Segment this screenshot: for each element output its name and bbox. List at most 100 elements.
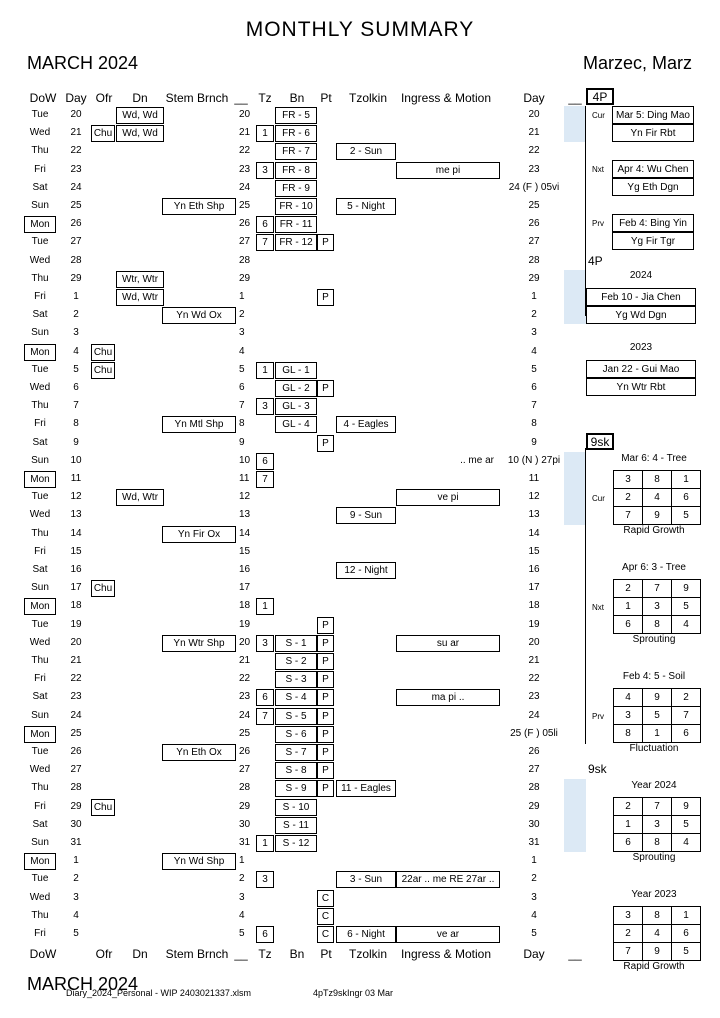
day-number-cell: 8	[239, 418, 245, 430]
column-header: Stem Brnch	[165, 947, 229, 961]
day-number-cell: 23	[239, 691, 251, 703]
grid-cell: 5	[671, 597, 701, 616]
stem-branch-cell: Yn Wd Ox	[162, 307, 236, 325]
day-cell: 28	[70, 782, 82, 794]
grid-cell: 7	[642, 797, 672, 816]
day-right-cell: 29	[528, 272, 540, 284]
day-cell: 14	[70, 527, 82, 539]
bn-cell: GL - 4	[275, 416, 317, 434]
pillar-tag: Nxt	[592, 165, 604, 174]
dow-cell: Tue	[31, 109, 49, 120]
day-number-cell: 31	[239, 837, 251, 848]
day-right-cell: 28	[528, 254, 540, 266]
day-cell: 23	[70, 691, 82, 703]
tz-cell: 3	[256, 398, 274, 416]
tz-cell: 7	[256, 471, 274, 488]
bn-cell: FR - 7	[275, 143, 317, 161]
day-cell: 17	[70, 582, 82, 594]
dow-cell: Fri	[34, 545, 46, 557]
dow-cell: Mon	[24, 725, 56, 743]
dow-cell: Sat	[32, 436, 48, 448]
grid-cell: 1	[613, 815, 643, 834]
dow-cell: Mon	[24, 598, 56, 616]
day-cell: 15	[70, 545, 82, 557]
column-header: __	[568, 91, 582, 105]
grid-cell: 3	[642, 597, 672, 616]
dow-cell: Fri	[34, 800, 46, 812]
day-number-cell: 30	[239, 818, 251, 830]
day-right-cell: 8	[531, 418, 537, 430]
grid-cell: 3	[613, 906, 643, 925]
day-cell: 10	[70, 454, 82, 466]
dow-cell: Thu	[31, 909, 49, 921]
pillar-line1: Feb 4: Bing Yin	[612, 214, 694, 232]
day-number-cell: 5	[239, 928, 245, 939]
dow-cell: Mon	[24, 853, 56, 871]
tz-cell: 3	[256, 634, 274, 652]
day-right-cell: 27	[528, 764, 540, 776]
day-right-cell: 2	[531, 309, 537, 321]
day-number-cell: 29	[239, 272, 251, 284]
pt-cell: P	[317, 653, 334, 670]
day-number-cell: 24	[239, 709, 251, 721]
grid-tag: Prv	[592, 712, 604, 721]
day-number-cell: 11	[239, 473, 250, 484]
column-header: Pt	[320, 91, 332, 105]
day-right-cell: 22	[528, 145, 540, 157]
highlight-strip	[564, 451, 586, 525]
column-header: Day	[523, 91, 545, 105]
dow-cell: Mon	[24, 216, 56, 234]
day-cell: 13	[70, 509, 82, 521]
grid-title: Mar 6: 4 - Tree	[621, 453, 687, 464]
stem-branch-cell: Yn Wd Shp	[162, 853, 236, 871]
day-right-cell: 20	[528, 636, 540, 648]
day-cell: 1	[73, 291, 79, 302]
day-number-cell: 19	[239, 618, 251, 630]
day-right-cell: 16	[528, 564, 540, 575]
day-right-cell: 30	[528, 818, 540, 830]
bn-cell: S - 3	[275, 671, 317, 689]
ingress-cell: ve pi	[396, 489, 500, 507]
grid-cell: 9	[642, 506, 672, 525]
dow-cell: Tue	[31, 618, 49, 630]
day-number-cell: 2	[239, 873, 245, 885]
ingress-cell: su ar	[396, 634, 500, 652]
day-number-cell: 28	[239, 782, 251, 794]
day-cell: 26	[70, 746, 82, 757]
day-number-cell: 12	[239, 491, 251, 503]
year-line1: Feb 10 - Jia Chen	[586, 288, 696, 306]
grid-cell: 6	[613, 833, 643, 852]
day-right-cell: 2	[531, 873, 537, 885]
day-number-cell: 17	[239, 582, 251, 594]
column-header: Bn	[289, 947, 305, 961]
dn-cell: Wd, Wd	[116, 125, 164, 143]
tz-cell: 3	[256, 871, 274, 889]
dow-cell: Fri	[34, 673, 46, 685]
day-number-cell: 23	[239, 163, 251, 175]
day-number-cell: 21	[239, 127, 251, 139]
pt-cell: P	[317, 744, 334, 761]
bn-cell: S - 2	[275, 653, 317, 670]
dow-cell: Thu	[31, 400, 49, 412]
grid-cell: 9	[671, 797, 701, 816]
bn-cell: GL - 2	[275, 380, 317, 397]
grid-cell: 8	[642, 833, 672, 852]
grid-cell: 4	[642, 488, 672, 507]
bn-cell: S - 1	[275, 634, 317, 652]
month-label: MARCH 2024	[27, 53, 139, 73]
column-header: Day	[65, 91, 87, 105]
day-right-cell: 25	[528, 200, 540, 211]
pt-cell: P	[317, 780, 334, 798]
pillar-line2: Yg Eth Dgn	[612, 178, 694, 196]
grid-cell: 7	[671, 706, 701, 725]
dow-cell: Fri	[34, 291, 46, 302]
pt-cell: P	[317, 616, 334, 634]
day-right-cell: 31	[528, 837, 540, 848]
column-header: Ofr	[95, 947, 113, 961]
day-number-cell: 14	[239, 527, 251, 539]
day-number-cell: 9	[239, 436, 245, 448]
grid-cell: 5	[642, 706, 672, 725]
grid-cell: 6	[671, 924, 701, 943]
tz-cell: 1	[256, 835, 274, 852]
column-header: DoW	[29, 91, 57, 105]
